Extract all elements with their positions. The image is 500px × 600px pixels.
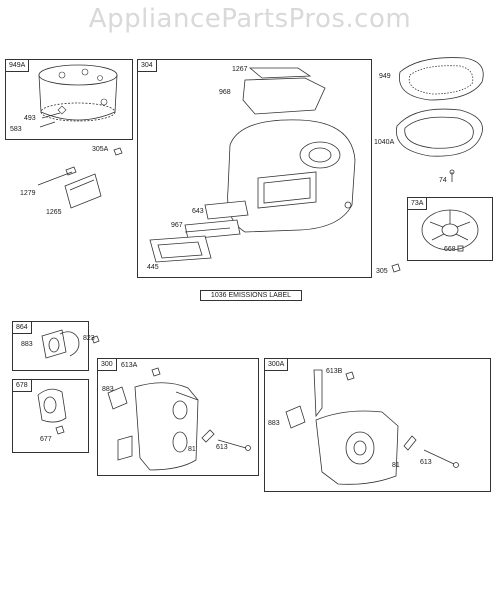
blower-housing-drawing — [149, 67, 356, 263]
part-label-613-a: 613 — [216, 444, 228, 451]
part-label-305A: 305A — [92, 146, 109, 153]
box-73A-tag: 73A — [408, 198, 428, 210]
box-864-tag: 864 — [13, 322, 32, 334]
air-cleaner-cover-drawing — [38, 64, 118, 128]
box-300-tag: 300 — [98, 359, 117, 371]
part-label-823: 823 — [83, 335, 95, 342]
part-label-613B: 613B — [326, 368, 343, 375]
part-label-613-b: 613 — [420, 459, 432, 466]
part-label-967: 967 — [171, 222, 183, 229]
part-label-643: 643 — [192, 208, 204, 215]
box-300A: 300A — [264, 358, 491, 492]
box-864: 864 — [12, 321, 89, 371]
box-73A: 73A — [407, 197, 493, 261]
part-label-493: 493 — [24, 115, 36, 122]
part-label-968: 968 — [219, 89, 231, 96]
part-label-1279: 1279 — [20, 190, 36, 197]
muffler-300-drawing — [107, 367, 251, 471]
part-label-883-c: 883 — [268, 420, 280, 427]
screen-and-gasket-drawing — [396, 57, 484, 182]
part-label-81-b: 81 — [392, 462, 400, 469]
box-300: 300 — [97, 358, 259, 476]
box-678: 678 — [12, 379, 89, 453]
part-label-1267: 1267 — [232, 66, 248, 73]
part-label-949: 949 — [379, 73, 391, 80]
part-label-613A: 613A — [121, 362, 138, 369]
part-label-81-a: 81 — [188, 446, 196, 453]
box-678-tag: 678 — [13, 380, 32, 392]
part-label-74: 74 — [439, 177, 447, 184]
part-label-1265: 1265 — [46, 209, 62, 216]
emissions-label-caption: 1036 EMISSIONS LABEL — [200, 290, 302, 301]
muffler-300A-drawing — [285, 369, 459, 485]
screw-305-drawing — [391, 263, 401, 273]
box-300A-tag: 300A — [265, 359, 289, 371]
box-304-tag: 304 — [138, 60, 157, 72]
part-label-668: 668 — [444, 246, 456, 253]
gasket-864-drawing — [41, 329, 100, 359]
part-label-305: 305 — [376, 268, 388, 275]
box-949A: 949A — [5, 59, 133, 140]
part-label-883-a: 883 — [21, 341, 33, 348]
rotating-screen-drawing — [421, 209, 479, 252]
part-label-1040A: 1040A — [374, 139, 395, 146]
part-label-445: 445 — [147, 264, 159, 271]
watermark: AppliancePartsPros.com — [88, 4, 412, 34]
part-label-883-b: 883 — [102, 386, 114, 393]
part-label-677: 677 — [40, 436, 52, 443]
box-304: 304 — [137, 59, 372, 278]
bracket-678-drawing — [37, 388, 67, 435]
part-label-583: 583 — [10, 126, 22, 133]
box-949A-tag: 949A — [6, 60, 30, 72]
bracket-and-bolt-drawing — [37, 147, 123, 209]
